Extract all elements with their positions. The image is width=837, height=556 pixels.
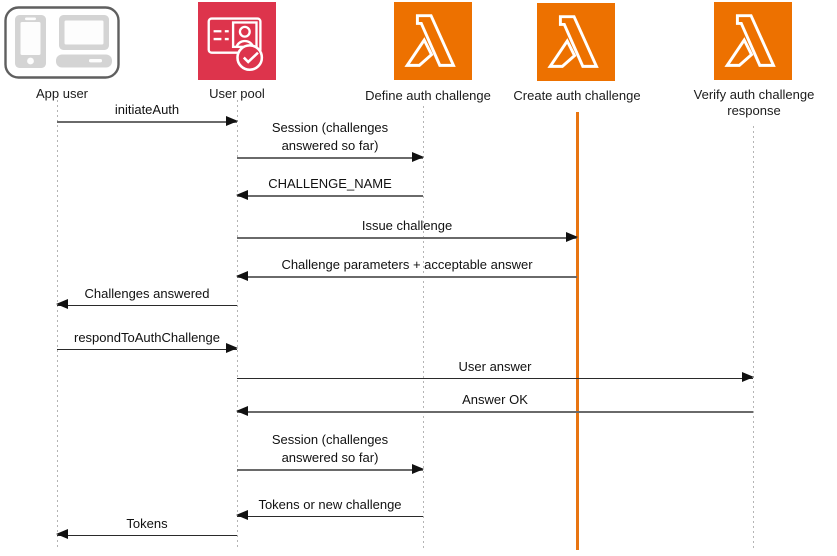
actor-label-user-pool: User pool	[209, 86, 265, 101]
arrowhead-icon	[412, 152, 424, 162]
arrowhead-icon	[226, 116, 238, 126]
message-label: Tokens or new challenge	[258, 497, 402, 512]
message-answer-ok: Answer OK	[236, 391, 753, 416]
message-tokens-or-new-challenge: Tokens or new challenge	[236, 496, 423, 520]
message-arrow-left	[56, 299, 237, 309]
arrowhead-icon	[236, 190, 248, 200]
arrowhead-icon	[236, 271, 248, 281]
lifeline-app-user	[57, 100, 58, 550]
arrowhead-icon	[56, 529, 68, 539]
message-initiate-auth: initiateAuth	[57, 101, 238, 126]
message-arrow-left	[56, 529, 237, 539]
message-user-answer: User answer	[237, 358, 754, 382]
arrowhead-icon	[412, 464, 424, 474]
user-pool-icon	[198, 2, 276, 80]
message-arrow-right	[57, 343, 238, 353]
lifeline-create-auth-challenge	[576, 112, 579, 550]
message-label: Challenges answered	[84, 286, 210, 301]
message-label: Answer OK	[462, 392, 528, 407]
message-challenge-parameters: Challenge parameters + acceptable answer	[236, 256, 577, 281]
message-arrow-right	[237, 372, 754, 382]
message-tokens: Tokens	[56, 515, 237, 539]
lambda-icon	[537, 3, 615, 81]
devices-icon	[4, 6, 120, 79]
message-label: Session (challenges answered so far)	[271, 432, 389, 465]
lifeline-verify-auth-challenge-response	[753, 126, 754, 550]
arrowhead-icon	[226, 343, 238, 353]
message-arrow-right	[237, 232, 578, 242]
message-label: Tokens	[126, 516, 168, 531]
actor-label-verify-auth-challenge-response: Verify auth challenge response	[693, 87, 815, 118]
arrowhead-icon	[236, 510, 248, 520]
message-label: User answer	[458, 359, 532, 374]
message-challenges-answered: Challenges answered	[56, 285, 237, 309]
message-arrow-left	[236, 510, 423, 520]
message-arrow-right	[237, 464, 424, 474]
lambda-icon	[394, 2, 472, 80]
arrowhead-icon	[56, 299, 68, 309]
message-arrow-left	[236, 406, 753, 416]
message-arrow-right	[57, 116, 238, 126]
arrowhead-icon	[236, 406, 248, 416]
message-label: Session (challenges answered so far)	[271, 120, 389, 153]
message-label: Issue challenge	[361, 218, 453, 233]
actor-label-app-user: App user	[35, 86, 89, 101]
message-label: respondToAuthChallenge	[74, 330, 220, 345]
message-arrow-right	[237, 152, 424, 162]
message-session-2: Session (challenges answered so far)	[237, 431, 424, 474]
message-challenge-name: CHALLENGE_NAME	[236, 175, 423, 200]
message-arrow-left	[236, 271, 577, 281]
message-label: CHALLENGE_NAME	[268, 176, 392, 191]
message-label: initiateAuth	[114, 102, 180, 117]
actor-label-define-auth-challenge: Define auth challenge	[365, 88, 491, 103]
lifeline-user-pool	[237, 100, 238, 550]
lambda-icon	[714, 2, 792, 80]
arrowhead-icon	[566, 232, 578, 242]
lifeline-define-auth-challenge	[423, 106, 424, 550]
message-label: Challenge parameters + acceptable answer	[281, 257, 533, 272]
message-session-1: Session (challenges answered so far)	[237, 119, 424, 162]
arrowhead-icon	[742, 372, 754, 382]
message-arrow-left	[236, 190, 423, 200]
actor-label-create-auth-challenge: Create auth challenge	[513, 88, 641, 103]
message-respond-to-auth-challenge: respondToAuthChallenge	[57, 329, 238, 353]
message-issue-challenge: Issue challenge	[237, 217, 578, 242]
